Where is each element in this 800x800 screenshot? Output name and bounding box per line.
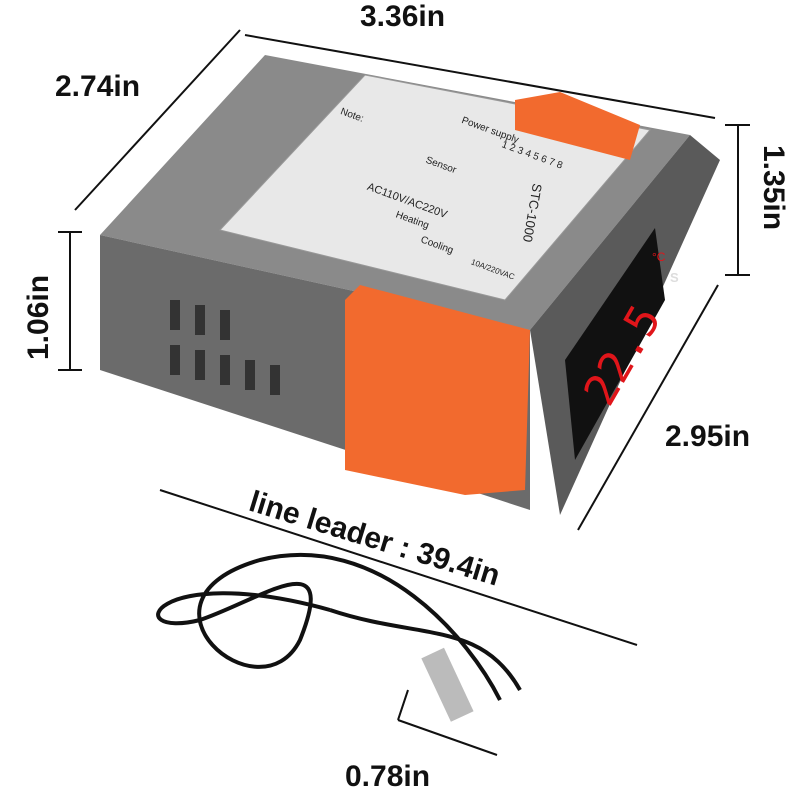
dimension-lines [58, 29, 750, 756]
sensor-cable [156, 552, 522, 701]
dimension-probe-length: 0.78in [345, 760, 431, 793]
dimension-length: 3.36in [360, 0, 446, 33]
dimension-front-width: 2.95in [665, 420, 751, 453]
dimension-depth: 2.74in [55, 70, 141, 103]
vent-slots [170, 300, 280, 395]
mounting-clip [345, 285, 530, 495]
mounting-clip-top [515, 92, 640, 160]
display-window [565, 228, 665, 460]
set-button[interactable]: S [670, 270, 679, 285]
dimension-front-height: 1.35in [757, 145, 790, 231]
sensor-probe [421, 647, 474, 722]
dimension-side-height: 1.06in [22, 274, 55, 360]
unit-label: °C [652, 250, 666, 264]
